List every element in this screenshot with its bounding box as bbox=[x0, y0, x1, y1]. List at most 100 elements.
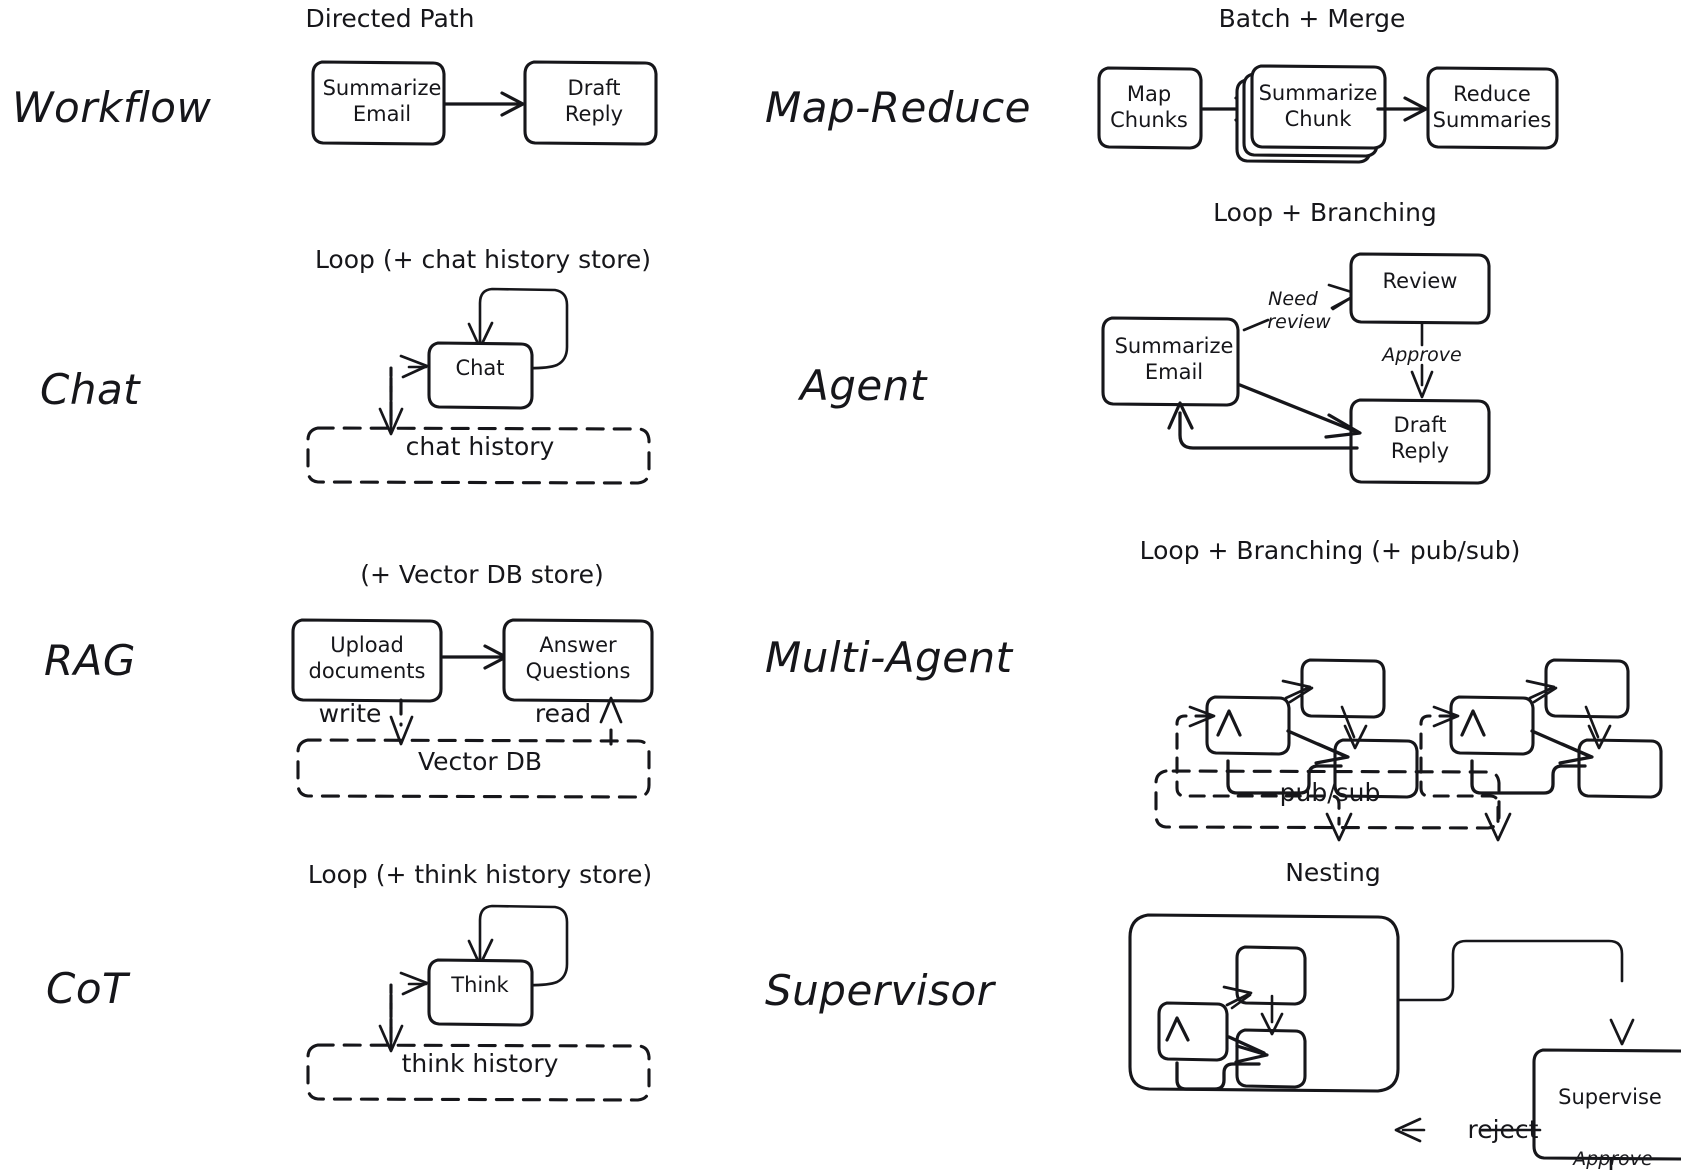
node-label-line1: Summarize bbox=[1259, 81, 1378, 105]
node-summarize-chunk-stack[interactable]: Summarize Chunk bbox=[1235, 64, 1387, 164]
node-label-line2: documents bbox=[309, 659, 426, 683]
nested-node-top[interactable] bbox=[1235, 945, 1307, 1006]
edge-label-need: Need bbox=[1268, 288, 1319, 310]
node-label-line1: Answer bbox=[539, 633, 617, 657]
pattern-title-loop-branching: Loop + Branching bbox=[1213, 198, 1437, 227]
edge-think-history-read bbox=[389, 971, 429, 1043]
node-label-line1: Draft bbox=[568, 76, 621, 100]
edge-summarize-to-draft-reply bbox=[1238, 383, 1362, 439]
node-label-line1: Summarize bbox=[1115, 334, 1234, 358]
multi-agent-cluster-b bbox=[1419, 658, 1663, 842]
pattern-title-nesting: Nesting bbox=[1285, 858, 1381, 887]
edge-chat-history-read bbox=[389, 354, 429, 426]
cluster-a-node-left[interactable] bbox=[1205, 695, 1291, 756]
row-agent-right: Agent Loop + Branching Summarize Email N… bbox=[797, 198, 1491, 485]
node-agent-draft-reply[interactable]: Draft Reply bbox=[1349, 398, 1491, 485]
node-agent-summarize-email[interactable]: Summarize Email bbox=[1101, 316, 1240, 407]
row-label-rag: RAG bbox=[44, 636, 136, 685]
node-draft-reply[interactable]: Draft Reply bbox=[523, 60, 658, 146]
cluster-a-node-top[interactable] bbox=[1300, 658, 1386, 719]
node-label-supervise: Supervise bbox=[1558, 1085, 1662, 1109]
store-vector-db[interactable]: Vector DB bbox=[296, 738, 651, 799]
nested-group-nodes bbox=[1157, 945, 1307, 1091]
edge-summarize-to-reduce bbox=[1376, 96, 1428, 122]
cluster-a-dashed-loop bbox=[1175, 705, 1353, 842]
edge-reject: reject bbox=[1394, 1115, 1542, 1144]
edge-approve: Approve bbox=[1380, 322, 1462, 399]
row-map-reduce-right: Map-Reduce Batch + Merge Map Chunks Summ… bbox=[765, 4, 1559, 164]
row-multi-agent-right: Multi-Agent Loop + Branching (+ pub/sub) bbox=[765, 536, 1663, 842]
node-label: Review bbox=[1383, 269, 1458, 293]
node-review[interactable]: Review bbox=[1349, 252, 1491, 325]
row-label-supervisor: Supervisor bbox=[765, 966, 997, 1015]
edge-label-write: write bbox=[319, 699, 382, 728]
row-label-workflow: Workflow bbox=[12, 83, 211, 132]
cluster-b-node-right[interactable] bbox=[1577, 738, 1663, 799]
cluster-b-node-top[interactable] bbox=[1544, 658, 1630, 719]
node-upload-documents[interactable]: Upload documents bbox=[291, 618, 443, 703]
row-label-map-reduce: Map-Reduce bbox=[765, 83, 1031, 132]
pattern-title-loop-branching-pubsub: Loop + Branching (+ pub/sub) bbox=[1140, 536, 1521, 565]
edge-write-to-vector-db: write bbox=[319, 698, 414, 746]
edge-think-history-write bbox=[378, 993, 404, 1053]
store-label: think history bbox=[402, 1049, 559, 1078]
multi-agent-cluster-a bbox=[1175, 658, 1419, 842]
row-label-chat: Chat bbox=[40, 365, 141, 414]
store-label: pub/sub bbox=[1280, 778, 1381, 807]
row-label-agent: Agent bbox=[797, 361, 928, 410]
node-label-line2: Reply bbox=[1391, 439, 1449, 463]
row-rag-left: RAG (+ Vector DB store) Upload documents… bbox=[44, 560, 654, 799]
pattern-title-batch-merge: Batch + Merge bbox=[1219, 4, 1406, 33]
cluster-b-node-left[interactable] bbox=[1449, 695, 1535, 756]
node-summarize-email[interactable]: Summarize Email bbox=[311, 60, 446, 146]
node-label-line1: Upload bbox=[330, 633, 404, 657]
edge-need-review: Need review bbox=[1242, 283, 1360, 333]
node-label-line1: Reduce bbox=[1453, 82, 1531, 106]
nested-edges bbox=[1165, 985, 1284, 1091]
store-think-history[interactable]: think history bbox=[306, 1043, 651, 1102]
cluster-b-dashed-loop bbox=[1419, 705, 1512, 842]
nested-node-bottom[interactable] bbox=[1235, 1028, 1307, 1089]
pattern-title-chat-loop: Loop (+ chat history store) bbox=[315, 245, 651, 274]
store-label: Vector DB bbox=[418, 747, 542, 776]
node-label-line1: Draft bbox=[1394, 413, 1447, 437]
edge-upload-to-answer bbox=[441, 644, 508, 670]
edge-chat-history-write bbox=[378, 376, 404, 436]
node-label-line2: Summaries bbox=[1433, 108, 1552, 132]
node-supervise[interactable]: Supervise Supervise bbox=[1532, 1048, 1681, 1161]
row-label-cot: CoT bbox=[46, 964, 131, 1013]
node-label: Chat bbox=[455, 356, 504, 380]
edge-group-to-supervise bbox=[1397, 939, 1635, 1046]
node-label-line2: Questions bbox=[526, 659, 631, 683]
node-label-line2: Email bbox=[1145, 360, 1203, 384]
edge-label-approve: Approve bbox=[1380, 344, 1462, 366]
row-cot-left: CoT Loop (+ think history store) Think t… bbox=[46, 860, 652, 1102]
row-supervisor-right: Supervisor Nesting bbox=[765, 858, 1681, 1170]
node-label-line2: Email bbox=[353, 102, 411, 126]
node-label: Think bbox=[450, 973, 509, 997]
node-map-chunks[interactable]: Map Chunks bbox=[1097, 66, 1203, 150]
node-label-line1: Summarize bbox=[323, 76, 442, 100]
pattern-title-cot-loop: Loop (+ think history store) bbox=[308, 860, 652, 889]
edge-label-read: read bbox=[535, 699, 591, 728]
node-answer-questions[interactable]: Answer Questions bbox=[502, 618, 654, 703]
pattern-title-vector-db: (+ Vector DB store) bbox=[360, 560, 604, 589]
row-label-multi-agent: Multi-Agent bbox=[765, 633, 1014, 682]
node-label-line2: Reply bbox=[565, 102, 623, 126]
node-think[interactable]: Think bbox=[427, 958, 534, 1027]
store-label: chat history bbox=[406, 432, 555, 461]
cluster-a-node-right[interactable] bbox=[1333, 738, 1419, 799]
node-reduce-summaries[interactable]: Reduce Summaries bbox=[1426, 66, 1559, 150]
row-workflow-left: Workflow Directed Path Summarize Email D… bbox=[12, 4, 658, 146]
pattern-title-directed-path: Directed Path bbox=[306, 4, 475, 33]
store-chat-history[interactable]: chat history bbox=[306, 426, 651, 485]
edge-draft-back-to-summarize bbox=[1167, 401, 1359, 450]
cluster-a-edges bbox=[1216, 679, 1368, 795]
row-chat-left: Chat Loop (+ chat history store) Chat bbox=[40, 245, 651, 485]
store-pub-sub[interactable]: pub/sub bbox=[1154, 769, 1501, 830]
node-label-line2: Chunk bbox=[1285, 107, 1353, 131]
node-label-line2: Chunks bbox=[1110, 108, 1188, 132]
edge-summarize-to-draft bbox=[443, 91, 525, 117]
node-chat[interactable]: Chat bbox=[427, 341, 534, 410]
edge-read-from-vector-db: read bbox=[535, 696, 623, 746]
